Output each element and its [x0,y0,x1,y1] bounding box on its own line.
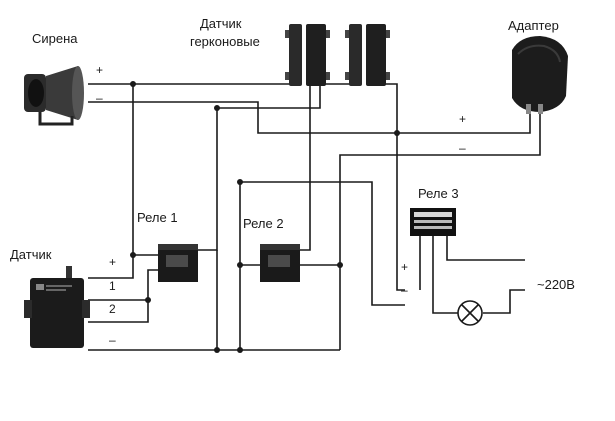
relay-3-label: Реле 3 [418,186,459,201]
relay-2-icon [260,244,300,282]
relay-1-label: Реле 1 [137,210,178,225]
reed-sensor-icon [285,24,330,86]
sensor-label: Датчик [10,247,52,262]
sensor-wire-1-label: 1 [109,279,116,293]
reed-sensors-label-line2: герконовые [190,34,260,49]
relay-2-label: Реле 2 [243,216,284,231]
adapter-minus-sign: – [459,141,466,155]
junction-dots [130,81,400,353]
relay-3-minus-sign: – [401,283,408,297]
siren-icon [24,66,84,126]
relay-1-icon [158,244,198,282]
siren-plus-sign: + [96,63,103,77]
sensor-plus-sign: + [109,255,116,269]
adapter-label: Адаптер [508,18,559,33]
adapter-plus-sign: + [459,112,466,126]
reed-sensor-icon [345,24,390,86]
lamp-icon [457,300,483,326]
relay-3-icon [410,208,456,236]
polarity-signs: + – + – + – + 1 2 – [96,63,466,347]
siren-label: Сирена [32,31,78,46]
component-labels: Сирена Датчик герконовые Адаптер Реле 1 … [10,16,575,292]
sensor-minus-sign: – [109,333,116,347]
relay-3-plus-sign: + [401,260,408,274]
sensor-module-icon [24,266,90,348]
sensor-wire-2-label: 2 [109,302,116,316]
siren-minus-sign: – [96,91,103,105]
reed-sensors-label-line1: Датчик [200,16,242,31]
power-adapter-icon [512,36,568,114]
wires [88,60,541,351]
mains-label: ~220В [537,277,575,292]
